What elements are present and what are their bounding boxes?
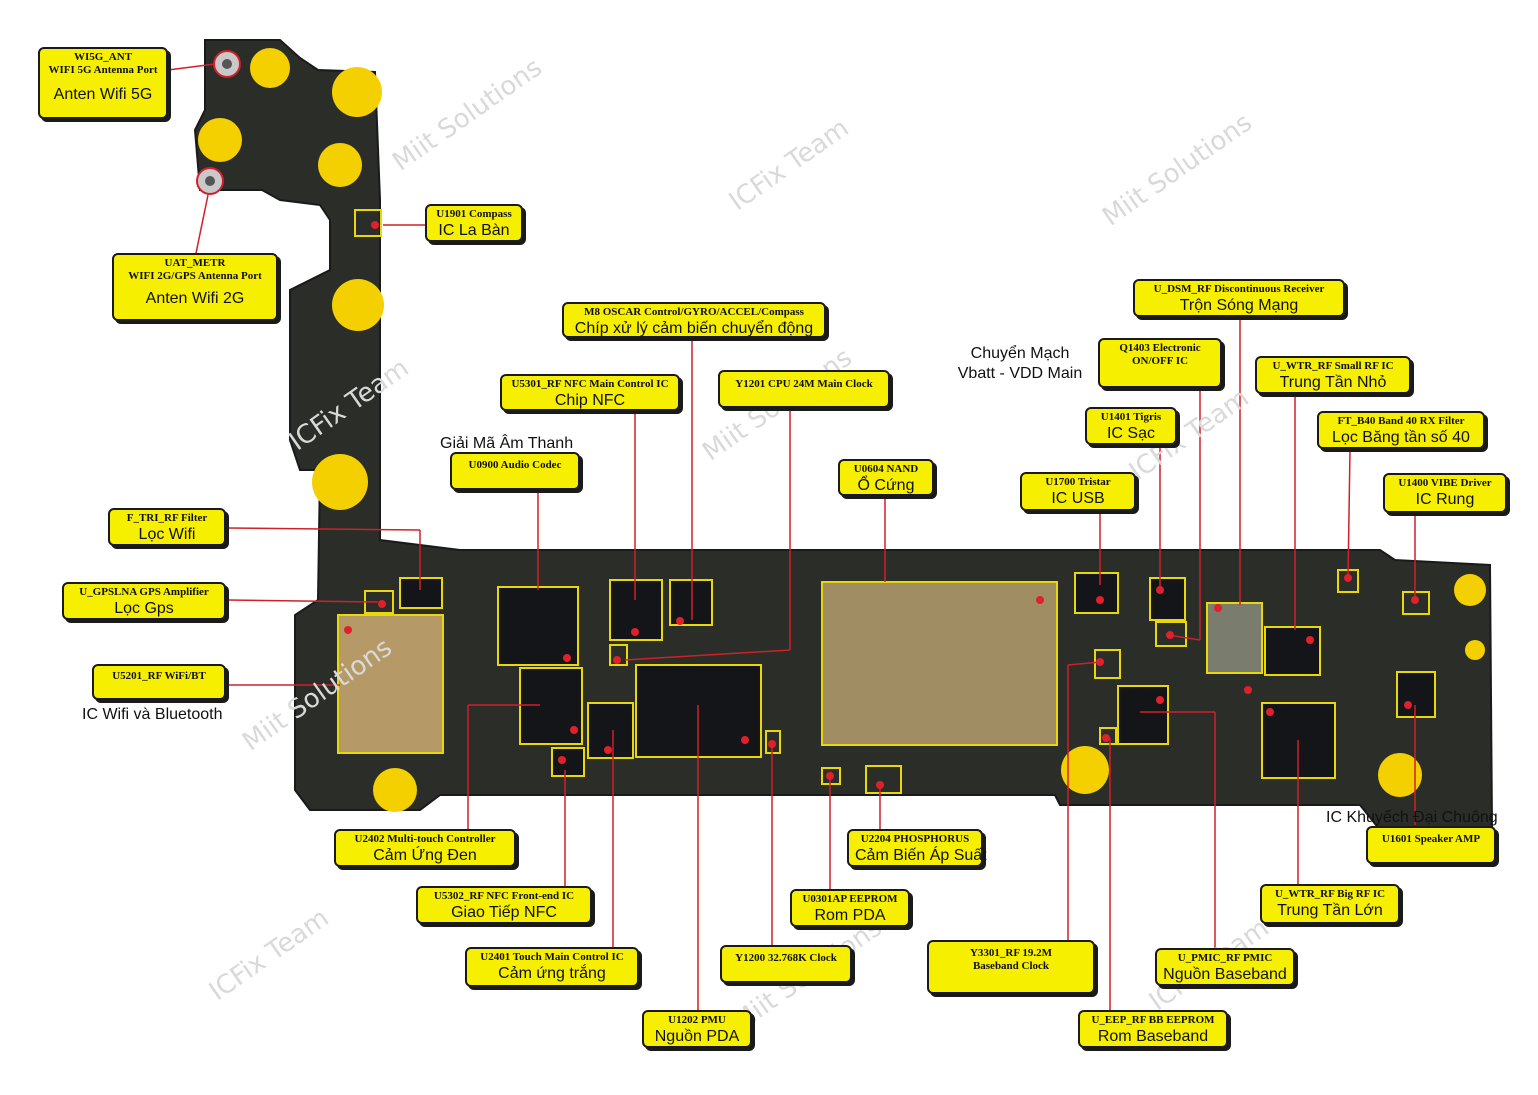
label-u1400: U1400 VIBE Driver IC Rung [1383,473,1507,513]
label-code: U5201_RF WiFi/BT [112,670,206,682]
label-u1901: U1901 Compass IC La Bàn [425,204,523,242]
label-name: Trung Tần Nhỏ [1279,374,1387,391]
label-code: U1601 Speaker AMP [1381,833,1481,845]
wifi-bt-caption: IC Wifi và Bluetooth [82,706,223,723]
mounting-pads [198,48,1486,812]
label-u0604: U0604 NAND Ổ Cứng [838,459,934,496]
label-u5201: U5201_RF WiFi/BT [92,664,226,700]
label-code: U_GPSLNA GPS Amplifier [79,586,209,598]
label-code: Y3301_RF 19.2M [969,947,1053,959]
speaker-amp-caption: IC Khuyếch Đại Chuông [1326,809,1498,826]
label-code: F_TRI_RF Filter [126,512,208,524]
label-code: U_PMIC_RF PMIC [1177,952,1273,964]
label-u-wtr-small: U_WTR_RF Small RF IC Trung Tần Nhỏ [1255,356,1411,394]
label-code: U2402 Multi-touch Controller [354,833,496,845]
label-name: Chíp xử lý cảm biến chuyển động [574,320,814,337]
label-name: Nguồn Baseband [1163,966,1287,983]
label-q1403: Q1403 Electronic ON/OFF IC [1098,338,1222,388]
label-m8: M8 OSCAR Control/GYRO/ACCEL/Compass Chíp… [562,302,826,338]
label-code: FT_B40 Band 40 RX Filter [1337,415,1465,427]
label-code: U0900 Audio Codec [468,459,562,471]
label-code: U1202 PMU [668,1014,726,1026]
label-u1202: U1202 PMU Nguồn PDA [642,1010,752,1048]
label-u2401: U2401 Touch Main Control IC Cảm ứng trắn… [465,947,639,987]
label-u1700: U1700 Tristar IC USB [1020,472,1136,511]
label-name: Rom Baseband [1097,1028,1209,1045]
label-code: U1401 Tigris [1100,411,1162,423]
label-code: M8 OSCAR Control/GYRO/ACCEL/Compass [584,306,804,318]
nand-chip [821,581,1058,746]
label-code-2: ON/OFF IC [1131,355,1189,367]
label-name: Rom PDA [814,907,886,924]
label-u1601: U1601 Speaker AMP [1366,826,1496,864]
label-name: Chip NFC [554,392,626,409]
label-u5302: U5302_RF NFC Front-end IC Giao Tiếp NFC [416,886,592,924]
label-u-wtr-big: U_WTR_RF Big RF IC Trung Tần Lớn [1260,884,1400,924]
label-y1201: Y1201 CPU 24M Main Clock [718,370,890,408]
label-code-2: WIFI 5G Antenna Port [48,64,158,76]
label-name: Cảm Ứng Đen [373,847,477,864]
label-name: Lọc Gps [114,600,174,617]
label-u0900: U0900 Audio Codec [450,452,580,490]
label-code: U_DSM_RF Discontinuous Receiver [1153,283,1325,295]
label-name: IC USB [1051,490,1105,507]
label-name: Cảm ứng trắng [498,965,606,982]
label-name: Anten Wifi 2G [145,290,245,307]
label-code: WI5G_ANT [73,51,133,63]
label-code: U_WTR_RF Big RF IC [1274,888,1386,900]
label-y3301: Y3301_RF 19.2M Baseband Clock [927,940,1095,994]
label-wi5g-ant: WI5G_ANT WIFI 5G Antenna Port Anten Wifi… [38,47,168,119]
label-code: U0301AP EEPROM [802,893,898,905]
label-f-tri: F_TRI_RF Filter Lọc Wifi [108,508,226,546]
label-code-2: WIFI 2G/GPS Antenna Port [128,270,262,282]
label-u5301: U5301_RF NFC Main Control IC Chip NFC [500,374,680,411]
label-y1200: Y1200 32.768K Clock [720,945,852,983]
label-u-pmic: U_PMIC_RF PMIC Nguồn Baseband [1155,948,1295,986]
label-code: U5302_RF NFC Front-end IC [433,890,575,902]
label-code: Y1201 CPU 24M Main Clock [735,378,873,390]
label-u-dsm: U_DSM_RF Discontinuous Receiver Trộn Són… [1133,279,1345,317]
label-ft-b40: FT_B40 Band 40 RX Filter Lọc Băng tần số… [1317,411,1485,449]
label-code: U1700 Tristar [1045,476,1111,488]
label-u2402: U2402 Multi-touch Controller Cảm Ứng Đen [334,829,516,867]
label-code: U2204 PHOSPHORUS [860,833,970,845]
label-u1401: U1401 Tigris IC Sạc [1085,407,1177,445]
label-code: U5301_RF NFC Main Control IC [511,378,669,390]
label-code: U2401 Touch Main Control IC [480,951,624,963]
label-name: Trung Tần Lớn [1277,902,1383,919]
label-name: Giao Tiếp NFC [451,904,557,921]
audio-codec-caption: Giải Mã Âm Thanh [440,435,574,452]
label-u0301ap: U0301AP EEPROM Rom PDA [790,889,910,927]
label-name: IC Sạc [1106,425,1155,442]
label-uat-metr: UAT_METR WIFI 2G/GPS Antenna Port Anten … [112,253,278,321]
switch-caption: Chuyển Mạch Vbatt - VDD Main [950,344,1090,384]
label-name: Cảm Biến Áp Suất [855,847,987,864]
label-name: Ổ Cứng [857,477,915,494]
label-name: Lọc Băng tần số 40 [1332,429,1470,446]
label-name: Anten Wifi 5G [53,86,153,103]
label-name: Nguồn PDA [654,1028,740,1045]
label-code: UAT_METR [164,257,226,269]
label-code: U1901 Compass [436,208,512,220]
label-code: U1400 VIBE Driver [1398,477,1492,489]
leader-lines [167,63,1416,1010]
label-code: U0604 NAND [853,463,919,475]
label-code-2: Baseband Clock [972,960,1050,972]
label-name: IC Rung [1415,491,1475,508]
location-markers [344,221,1419,789]
label-name: Trộn Sóng Mạng [1179,297,1299,314]
label-code: Q1403 Electronic [1119,342,1201,354]
label-code: U_EEP_RF BB EEPROM [1091,1014,1215,1026]
wifi-shield [337,614,444,754]
switch-caption-line2: Vbatt - VDD Main [957,365,1083,382]
label-name: Lọc Wifi [138,526,196,543]
label-code: Y1200 32.768K Clock [735,952,837,964]
label-u2204: U2204 PHOSPHORUS Cảm Biến Áp Suất [847,829,987,867]
label-name: IC La Bàn [438,222,510,239]
label-u-gpslna: U_GPSLNA GPS Amplifier Lọc Gps [62,582,226,620]
label-u-eep: U_EEP_RF BB EEPROM Rom Baseband [1078,1010,1228,1048]
label-code: U_WTR_RF Small RF IC [1272,360,1394,372]
switch-caption-line1: Chuyển Mạch [970,345,1070,362]
